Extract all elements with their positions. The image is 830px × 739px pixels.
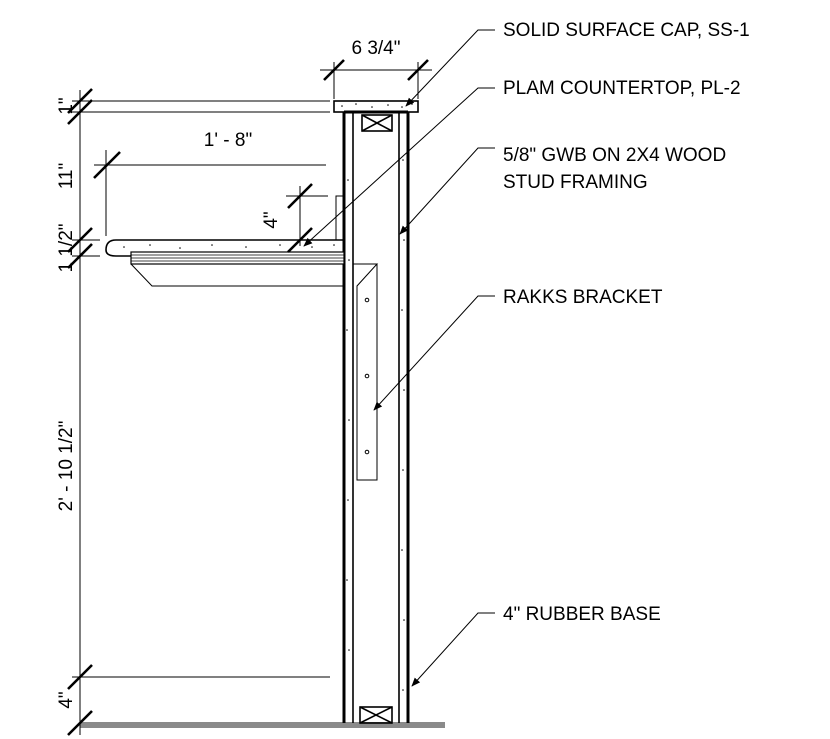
partition-wall bbox=[342, 110, 410, 723]
floor-line bbox=[80, 722, 445, 728]
solid-surface-cap bbox=[333, 100, 419, 113]
dimension-counter-thickness-text: 1 1/2" bbox=[56, 223, 77, 272]
dimension-backsplash: 4" bbox=[261, 183, 328, 253]
countertop bbox=[105, 239, 345, 265]
dimension-backsplash-text: 4" bbox=[261, 211, 282, 228]
bottom-plate bbox=[359, 706, 393, 724]
dimension-counter-depth: 1' - 8" bbox=[93, 130, 326, 236]
callout-gwb-text-line2: STUD FRAMING bbox=[503, 172, 648, 193]
callout-plam-countertop-text: PLAM COUNTERTOP, PL-2 bbox=[503, 78, 741, 99]
dimension-cap-height-text: 1" bbox=[56, 97, 77, 114]
callout-rubber-base: 4" RUBBER BASE bbox=[411, 604, 661, 687]
callout-gwb-text-line1: 5/8" GWB ON 2X4 WOOD bbox=[503, 145, 726, 166]
callout-solid-surface-cap: SOLID SURFACE CAP, SS-1 bbox=[405, 20, 750, 107]
dimension-counter-depth-text: 1' - 8" bbox=[204, 130, 252, 151]
top-plate bbox=[361, 114, 393, 132]
callout-plam-countertop: PLAM COUNTERTOP, PL-2 bbox=[303, 78, 741, 247]
dimension-chain-vertical: 1" 11" 1 1/2" 2' - 10 1/2" 4" bbox=[56, 88, 330, 736]
dimension-cap-width-text: 6 3/4" bbox=[351, 38, 400, 59]
callout-solid-surface-cap-text: SOLID SURFACE CAP, SS-1 bbox=[503, 20, 750, 41]
rakks-bracket bbox=[130, 263, 379, 481]
dimension-cap-width: 6 3/4" bbox=[320, 38, 432, 99]
dimension-base-height-text: 4" bbox=[56, 691, 77, 708]
dimension-upper-height-text: 11" bbox=[56, 163, 77, 189]
dimension-counter-height-text: 2' - 10 1/2" bbox=[56, 421, 77, 512]
callout-rakks-bracket: RAKKS BRACKET bbox=[373, 287, 663, 411]
callout-rubber-base-text: 4" RUBBER BASE bbox=[503, 604, 661, 625]
callout-gwb: 5/8" GWB ON 2X4 WOOD STUD FRAMING bbox=[399, 145, 726, 235]
callout-rakks-bracket-text: RAKKS BRACKET bbox=[503, 287, 663, 308]
